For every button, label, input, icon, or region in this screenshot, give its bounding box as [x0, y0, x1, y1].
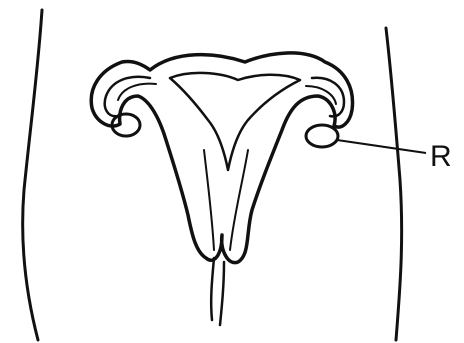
cervical-canal-right	[230, 150, 248, 250]
right-body-outline	[386, 28, 402, 340]
left-body-outline	[23, 10, 42, 340]
cervical-canal-left	[204, 150, 214, 250]
uterus-outer-wall	[91, 53, 352, 263]
uterus	[91, 53, 352, 325]
uterine-cavity	[170, 73, 300, 170]
label-R-leader-line	[337, 140, 426, 153]
label-R: R	[430, 140, 452, 173]
vaginal-canal	[211, 258, 224, 325]
ovaries	[112, 114, 338, 147]
left-fallopian-tube	[105, 77, 150, 116]
label-R-group: R	[337, 140, 452, 173]
right-ovary	[306, 125, 338, 147]
